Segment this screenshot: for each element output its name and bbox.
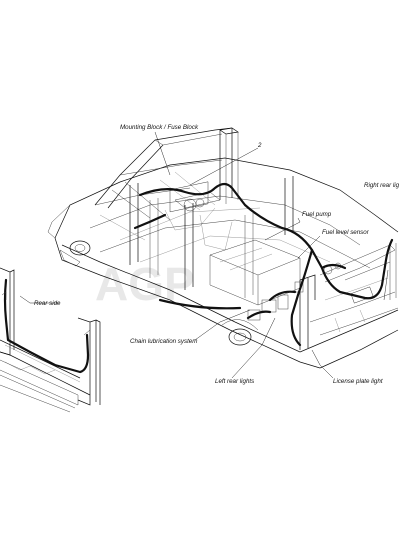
label-rear-side: Rear side (34, 300, 61, 307)
leader-lines (19, 131, 389, 379)
label-left-rear-lights: Left rear lights (215, 378, 254, 385)
wiring-harness (133, 182, 394, 347)
label-fuel-pump: Fuel pump (302, 211, 332, 218)
label-fuel-level-sensor: Fuel level sensor (322, 229, 370, 236)
label-chain-lubrication: Chain lubrication system (130, 338, 197, 345)
label-ref-number: 2 (257, 142, 262, 149)
label-license-plate-light: License plate light (333, 378, 383, 385)
label-right-rear-lights: Right rear lig (364, 182, 400, 189)
rear-side-inset (0, 267, 101, 413)
label-mounting-block: Mounting Block / Fuse Block (120, 124, 199, 131)
chassis (47, 127, 399, 369)
